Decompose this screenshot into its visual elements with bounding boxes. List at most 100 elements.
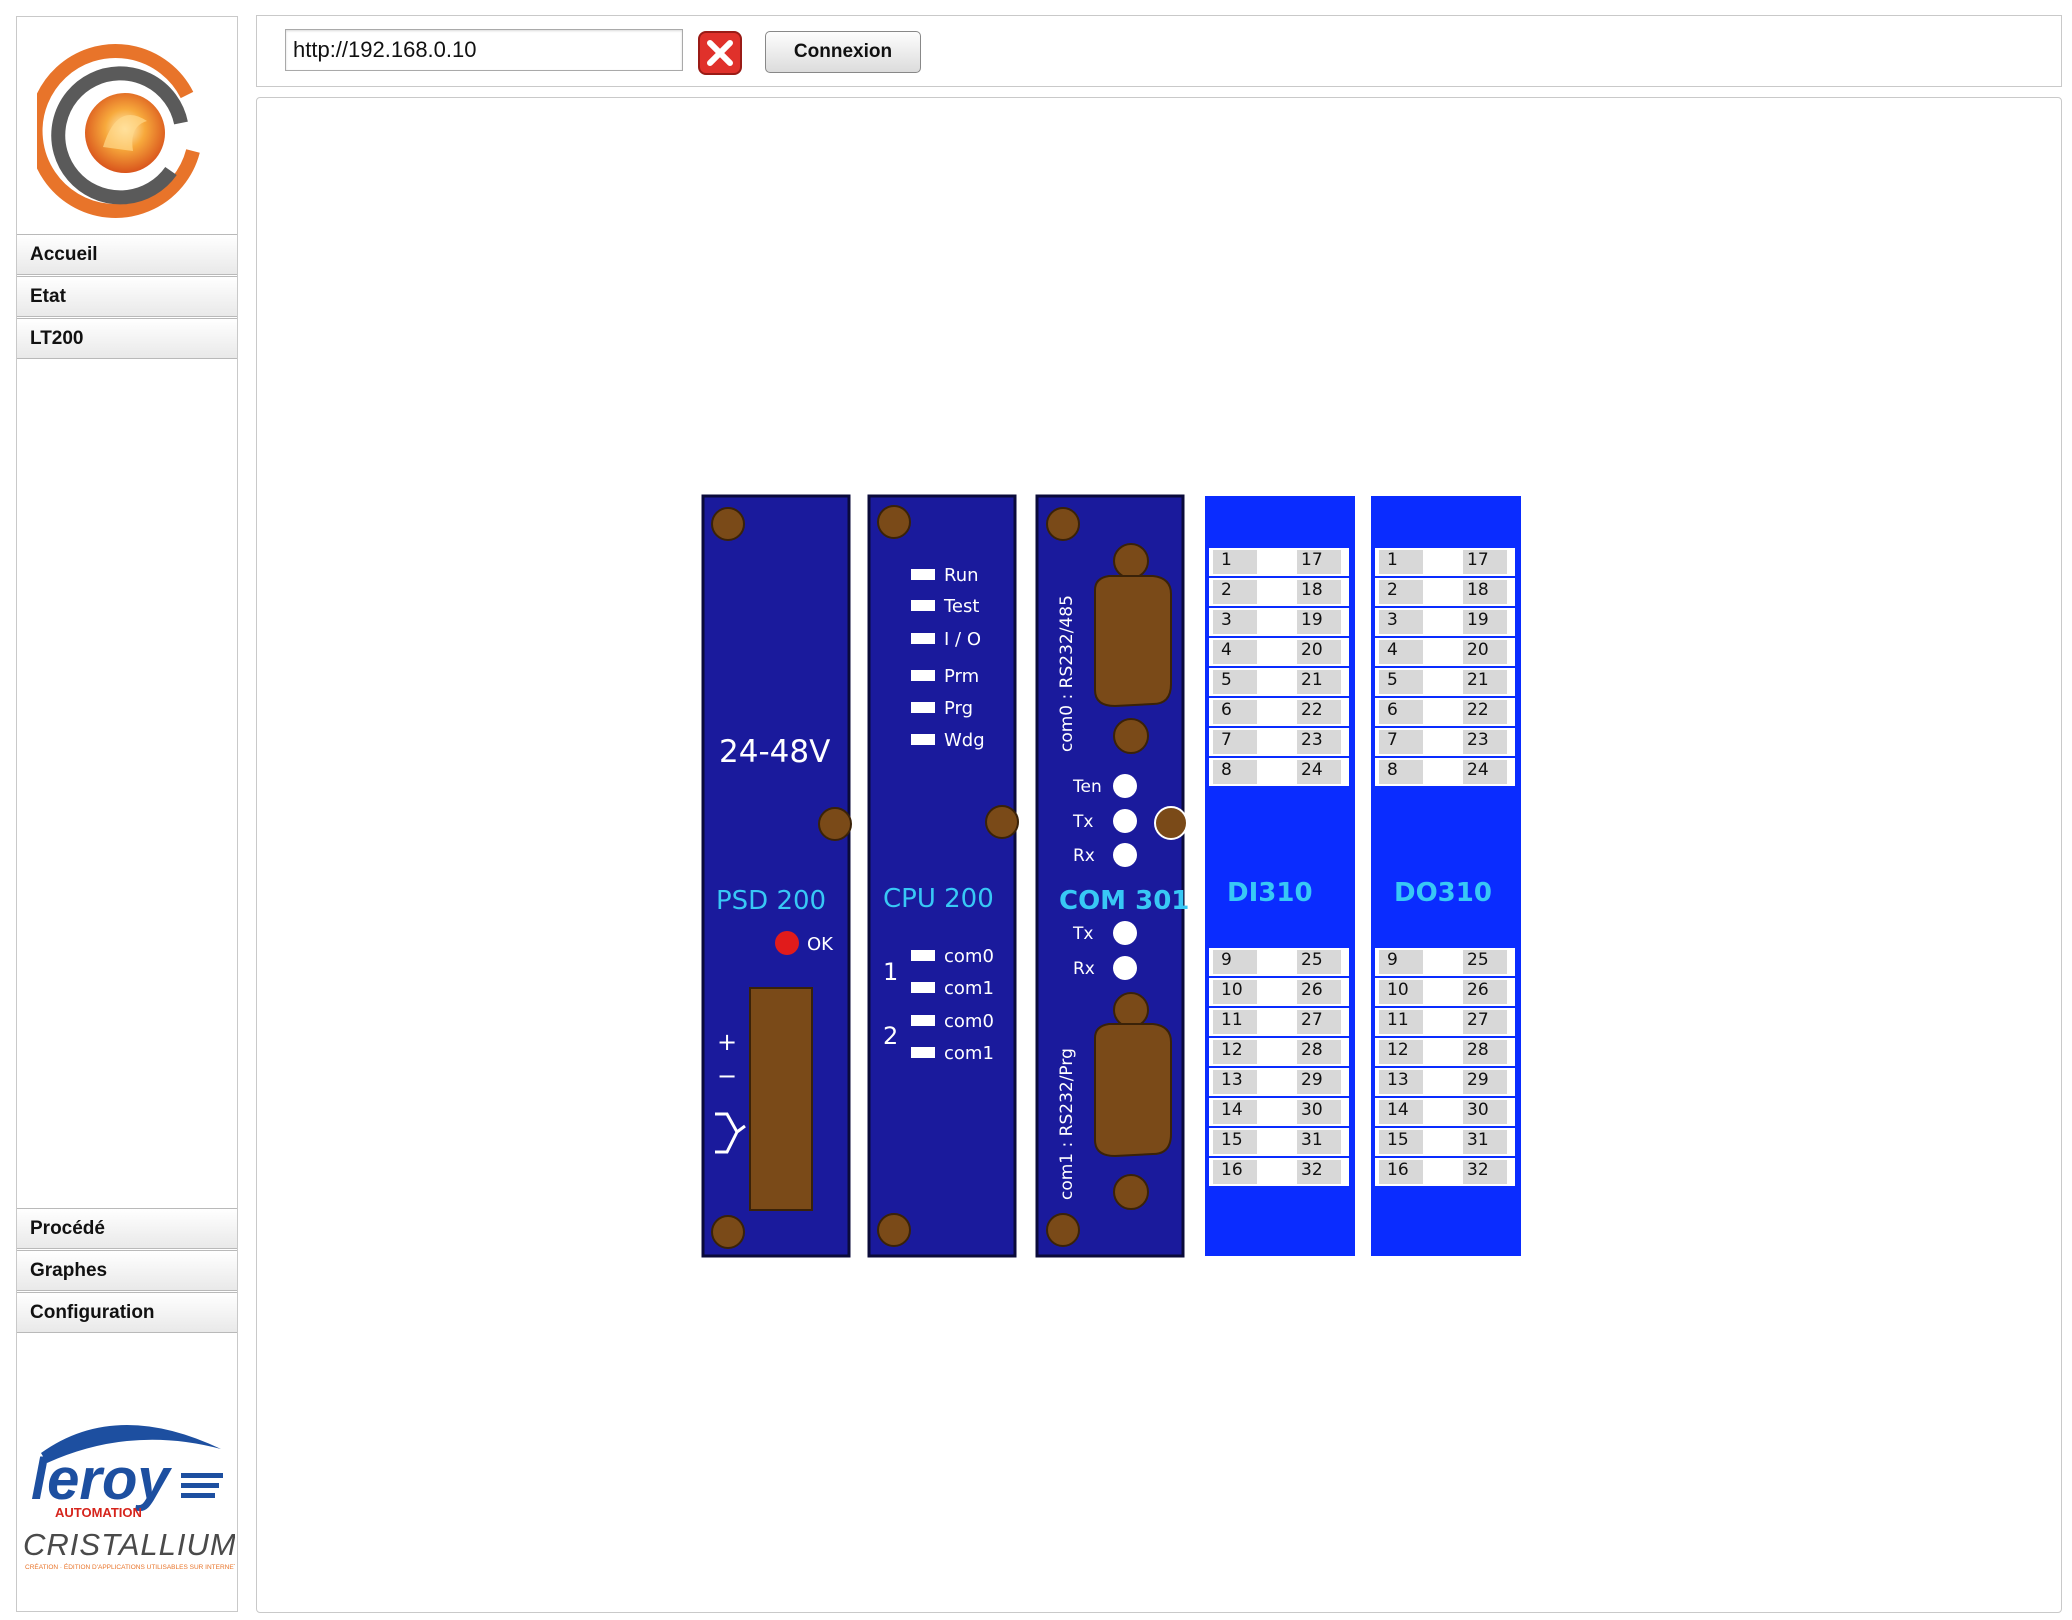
di-channel-number: 31 bbox=[1301, 1130, 1323, 1150]
cpu-com-led-label: com1 bbox=[944, 1043, 994, 1064]
com1-port-connector bbox=[1094, 1023, 1172, 1158]
cpu-com-led bbox=[911, 1015, 935, 1026]
com-status-led bbox=[1113, 774, 1137, 798]
di-channel-number: 9 bbox=[1221, 950, 1232, 970]
do-channel-left bbox=[1379, 610, 1423, 634]
com-status-led bbox=[1113, 809, 1137, 833]
di-channel-number: 8 bbox=[1221, 760, 1232, 780]
do-channel-left bbox=[1379, 1040, 1423, 1064]
di-channel-right bbox=[1297, 760, 1341, 784]
do-channel-number: 27 bbox=[1467, 1010, 1489, 1030]
do-channel-right bbox=[1463, 730, 1507, 754]
di-channel-number: 11 bbox=[1221, 1010, 1243, 1030]
di-channel-number: 4 bbox=[1221, 640, 1232, 660]
leroy-cristallium-logo: leroy AUTOMATION CRISTALLIUM CRÉATION · … bbox=[23, 1424, 235, 1571]
di-channel-right bbox=[1297, 1070, 1341, 1094]
do-channel-right bbox=[1463, 950, 1507, 974]
do-channel-number: 3 bbox=[1387, 610, 1398, 630]
do-channel-left bbox=[1379, 580, 1423, 604]
com-port-led-label: Rx bbox=[1073, 959, 1095, 979]
cpu-status-led-label: I / O bbox=[944, 629, 981, 650]
do-channel-number: 32 bbox=[1467, 1160, 1489, 1180]
cpu-status-led bbox=[911, 702, 935, 713]
company-logo bbox=[37, 43, 200, 218]
di-channel-left bbox=[1213, 670, 1257, 694]
di-channel-number: 21 bbox=[1301, 670, 1323, 690]
di-channel-left bbox=[1213, 760, 1257, 784]
cpu-group-1-label: 1 bbox=[883, 958, 898, 986]
do-channel-number: 19 bbox=[1467, 610, 1489, 630]
cpu-com-led bbox=[911, 1047, 935, 1058]
di-channel-number: 28 bbox=[1301, 1040, 1323, 1060]
do-channel-number: 31 bbox=[1467, 1130, 1489, 1150]
menu-item-lt200[interactable]: LT200 bbox=[17, 318, 237, 359]
di-channel-right bbox=[1297, 700, 1341, 724]
di-channel-number: 13 bbox=[1221, 1070, 1243, 1090]
do-channel-right bbox=[1463, 1010, 1507, 1034]
clear-icon[interactable] bbox=[698, 31, 742, 75]
do-channel-left bbox=[1379, 550, 1423, 574]
com0-port-connector bbox=[1094, 575, 1172, 708]
com-status-led bbox=[1113, 843, 1137, 867]
com-status-led-label: Tx bbox=[1072, 812, 1093, 832]
do-channel-number: 15 bbox=[1387, 1130, 1409, 1150]
connect-button[interactable]: Connexion bbox=[765, 31, 921, 73]
do-channel-number: 16 bbox=[1387, 1160, 1409, 1180]
do-channel-right bbox=[1463, 550, 1507, 574]
do-channel-number: 13 bbox=[1387, 1070, 1409, 1090]
do-channel-number: 5 bbox=[1387, 670, 1398, 690]
do-channel-right bbox=[1463, 1100, 1507, 1124]
di-channel-number: 20 bbox=[1301, 640, 1323, 660]
di-channel-number: 14 bbox=[1221, 1100, 1243, 1120]
di-channel-number: 5 bbox=[1221, 670, 1232, 690]
di-channel-number: 15 bbox=[1221, 1130, 1243, 1150]
menu-item-procede[interactable]: Procédé bbox=[17, 1208, 237, 1249]
di-channel-left bbox=[1213, 610, 1257, 634]
do-channel-left bbox=[1379, 1160, 1423, 1184]
do-channel-left bbox=[1379, 1070, 1423, 1094]
cpu-status-led bbox=[911, 734, 935, 745]
com-port-led-label: Tx bbox=[1072, 924, 1093, 944]
di-channel-number: 25 bbox=[1301, 950, 1323, 970]
do-channel-number: 28 bbox=[1467, 1040, 1489, 1060]
di-channel-number: 3 bbox=[1221, 610, 1232, 630]
menu-item-graphes[interactable]: Graphes bbox=[17, 1250, 237, 1291]
do-channel-number: 22 bbox=[1467, 700, 1489, 720]
cpu-status-led-label: Prm bbox=[944, 666, 979, 687]
do-channel-right bbox=[1463, 700, 1507, 724]
do-name: DO310 bbox=[1394, 878, 1492, 908]
di-channel-number: 19 bbox=[1301, 610, 1323, 630]
di-channel-number: 27 bbox=[1301, 1010, 1323, 1030]
di-channel-right bbox=[1297, 580, 1341, 604]
di-channel-right bbox=[1297, 550, 1341, 574]
di-channel-number: 30 bbox=[1301, 1100, 1323, 1120]
cpu-status-led bbox=[911, 569, 935, 580]
leroy-wordmark: leroy bbox=[31, 1447, 172, 1512]
do-channel-right bbox=[1463, 610, 1507, 634]
di-channel-number: 2 bbox=[1221, 580, 1232, 600]
psd-module[interactable]: 24-48V PSD 200 OK + − bbox=[701, 494, 852, 1258]
do-channel-number: 4 bbox=[1387, 640, 1398, 660]
do-channel-left bbox=[1379, 700, 1423, 724]
do-channel-right bbox=[1463, 1160, 1507, 1184]
menu-item-configuration[interactable]: Configuration bbox=[17, 1292, 237, 1333]
menu-item-etat[interactable]: Etat bbox=[17, 276, 237, 317]
do-channel-right bbox=[1463, 760, 1507, 784]
url-input[interactable] bbox=[285, 29, 683, 71]
di-channel-number: 7 bbox=[1221, 730, 1232, 750]
do-channel-right bbox=[1463, 1040, 1507, 1064]
com-port-led bbox=[1113, 921, 1137, 945]
di-channel-right bbox=[1297, 730, 1341, 754]
di-channel-right bbox=[1297, 1160, 1341, 1184]
do-channel-number: 10 bbox=[1387, 980, 1409, 1000]
do-channel-number: 30 bbox=[1467, 1100, 1489, 1120]
do-channel-left bbox=[1379, 760, 1423, 784]
cpu-com-led-label: com1 bbox=[944, 978, 994, 999]
menu-item-accueil[interactable]: Accueil bbox=[17, 234, 237, 275]
do-channel-right bbox=[1463, 670, 1507, 694]
